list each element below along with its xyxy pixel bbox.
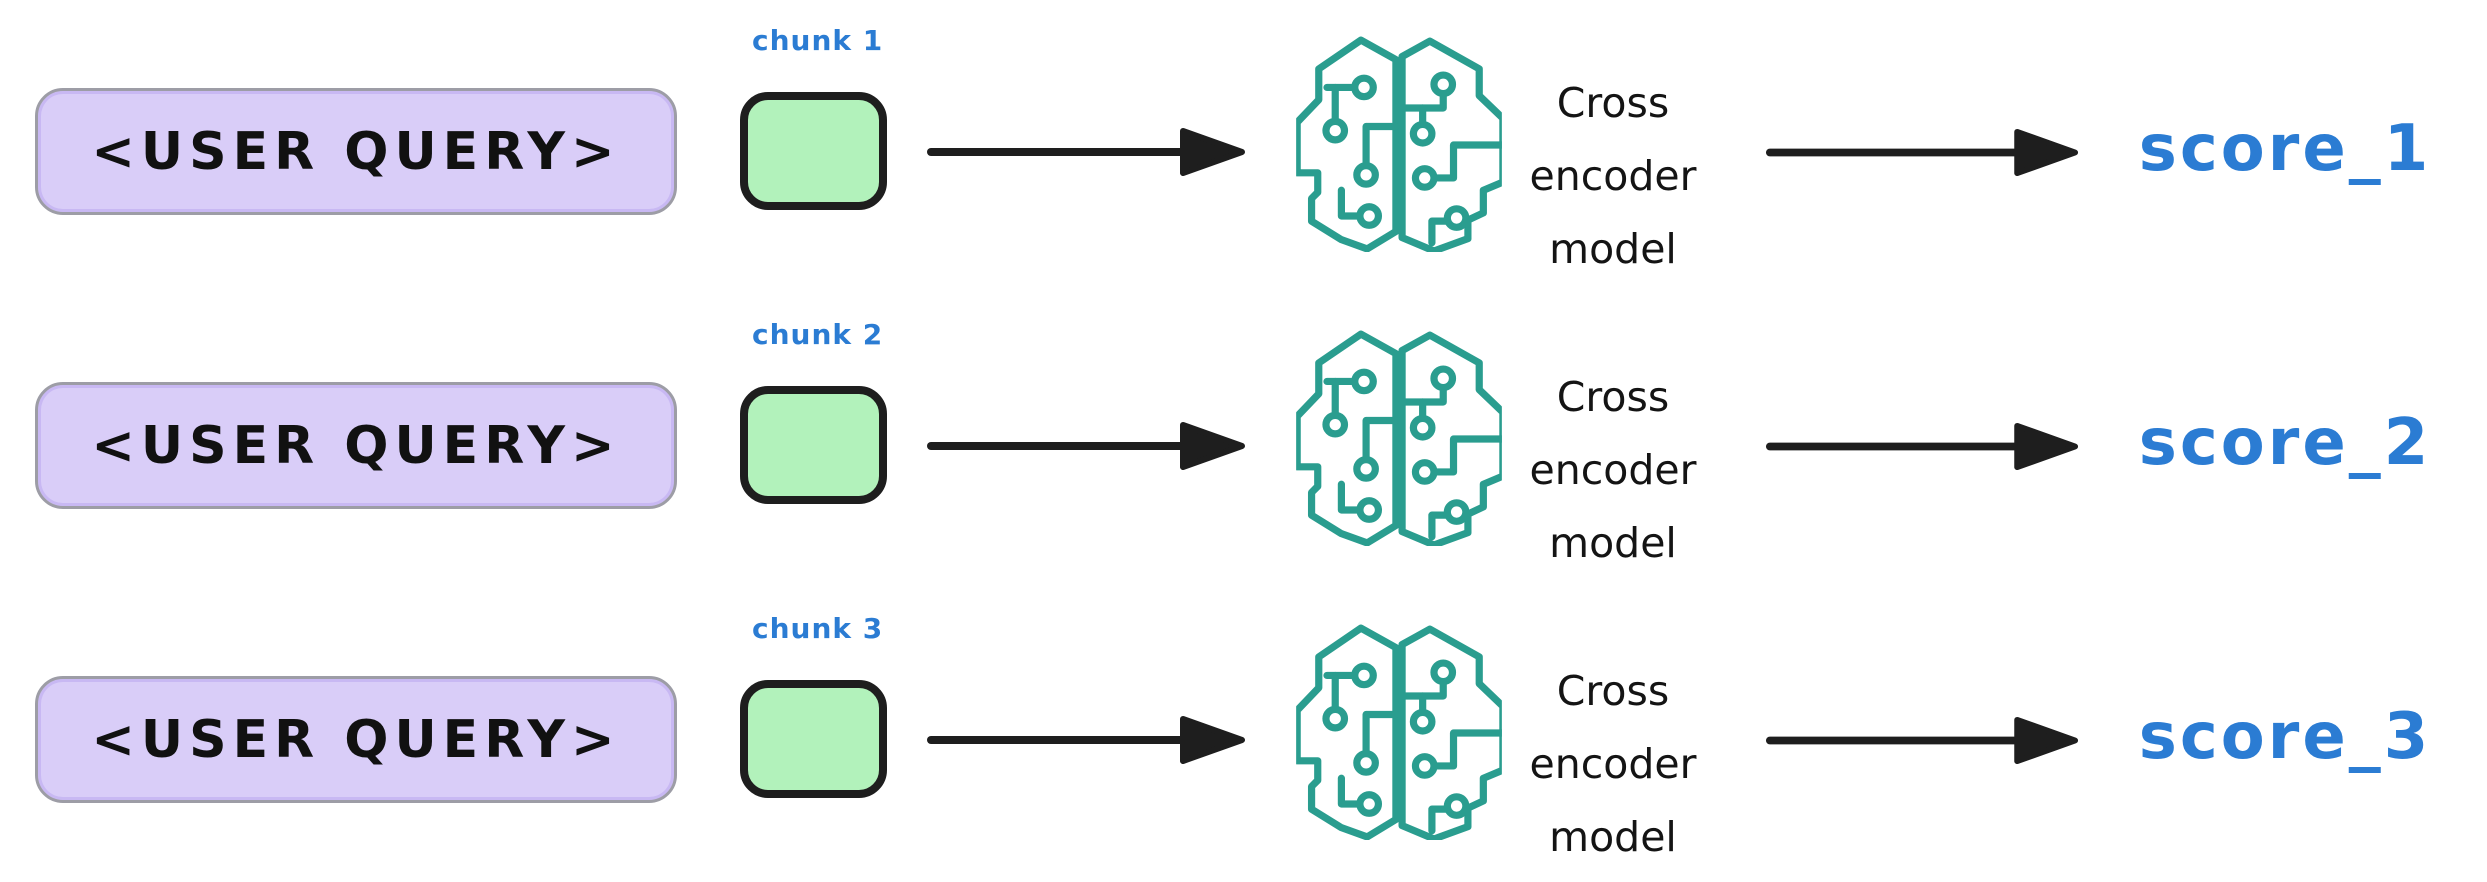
cross-encoder-model-label: Cross encoder model <box>1529 373 1697 567</box>
arrow-right-icon <box>925 415 1247 477</box>
user-query-label: <USER QUERY> <box>91 709 621 770</box>
chunk-label: chunk 3 <box>752 612 884 645</box>
score-label: score_1 <box>2138 112 2432 186</box>
user-query-label: <USER QUERY> <box>91 121 621 182</box>
user-query-box: <USER QUERY> <box>35 88 677 215</box>
chunk-box <box>740 386 887 504</box>
cross-encoder-model-label: Cross encoder model <box>1529 79 1697 273</box>
pipeline-row-2: <USER QUERY> chunk 2 Cross encoder model… <box>0 294 2487 588</box>
score-label: score_3 <box>2138 700 2432 774</box>
user-query-label: <USER QUERY> <box>91 415 621 476</box>
arrow-right-icon <box>1764 122 2080 183</box>
pipeline-row-3: <USER QUERY> chunk 3 Cross encoder model… <box>0 588 2487 882</box>
cross-encoder-model-label: Cross encoder model <box>1529 667 1697 861</box>
chunk-label: chunk 2 <box>752 318 884 351</box>
circuit-brain-icon <box>1296 330 1502 546</box>
circuit-brain-icon <box>1296 624 1502 840</box>
chunk-box <box>740 92 887 210</box>
arrow-right-icon <box>1764 710 2080 771</box>
user-query-box: <USER QUERY> <box>35 382 677 509</box>
user-query-box: <USER QUERY> <box>35 676 677 803</box>
chunk-label: chunk 1 <box>752 24 884 57</box>
pipeline-row-1: <USER QUERY> chunk 1 Cross encoder model… <box>0 0 2487 294</box>
arrow-right-icon <box>925 121 1247 183</box>
circuit-brain-icon <box>1296 36 1502 252</box>
arrow-right-icon <box>925 709 1247 771</box>
arrow-right-icon <box>1764 416 2080 477</box>
chunk-box <box>740 680 887 798</box>
score-label: score_2 <box>2138 406 2432 480</box>
